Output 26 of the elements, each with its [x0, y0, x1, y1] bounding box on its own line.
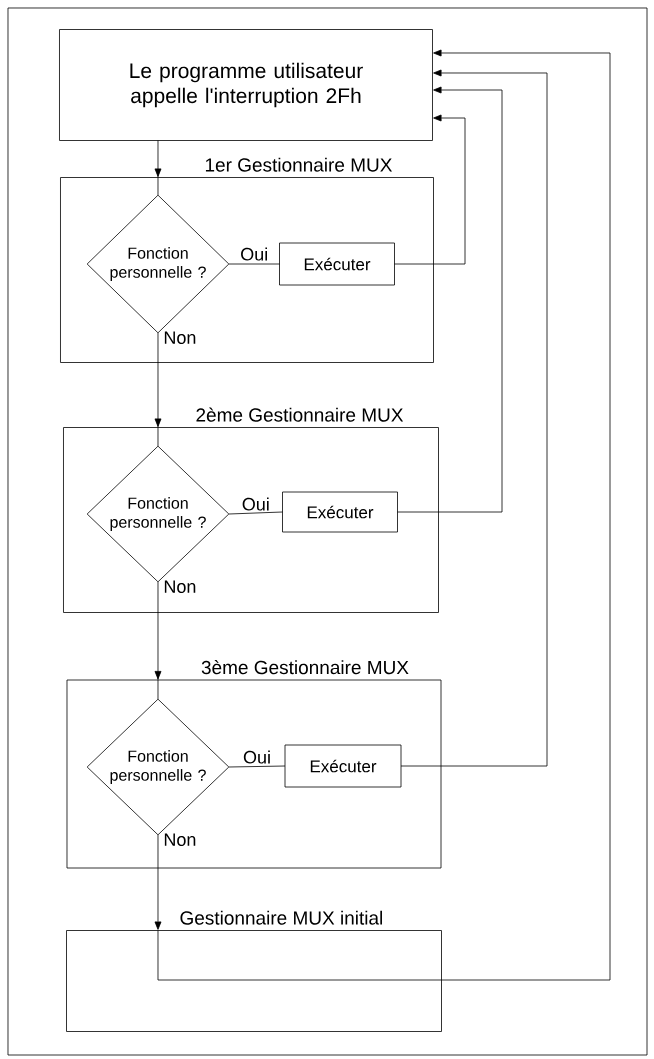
arrow	[157, 49, 611, 981]
node-label: Gestionnaire MUX initial	[180, 910, 382, 925]
process-box: Le programme utilisateur appelle l'interruption 2Fh	[59, 29, 433, 141]
connector-line	[228, 263, 280, 265]
arrow	[154, 581, 162, 700]
arrow	[154, 332, 162, 447]
node-label: 2ème Gestionnaire MUX	[196, 407, 404, 422]
edge-label: Non	[164, 580, 196, 593]
connector-line	[228, 765, 286, 768]
arrow	[400, 69, 548, 767]
node-label: 3ème Gestionnaire MUX	[201, 660, 409, 675]
connector-line	[228, 511, 283, 515]
process-box: Exécuter	[279, 242, 395, 286]
node-label: 1er Gestionnaire MUX	[205, 157, 393, 172]
edge-label: Oui	[242, 497, 269, 511]
module-box: Gestionnaire MUX initial	[66, 910, 442, 1032]
edge-label: Non	[164, 833, 196, 846]
edge-label: Oui	[243, 750, 270, 764]
arrow	[394, 114, 466, 265]
process-box: Exécuter	[282, 491, 398, 533]
arrow	[154, 834, 162, 930]
arrow	[397, 86, 503, 513]
edge-label: Non	[164, 331, 196, 344]
arrow	[154, 140, 162, 196]
process-box: Exécuter	[284, 744, 402, 788]
edge-label: Oui	[241, 247, 267, 261]
